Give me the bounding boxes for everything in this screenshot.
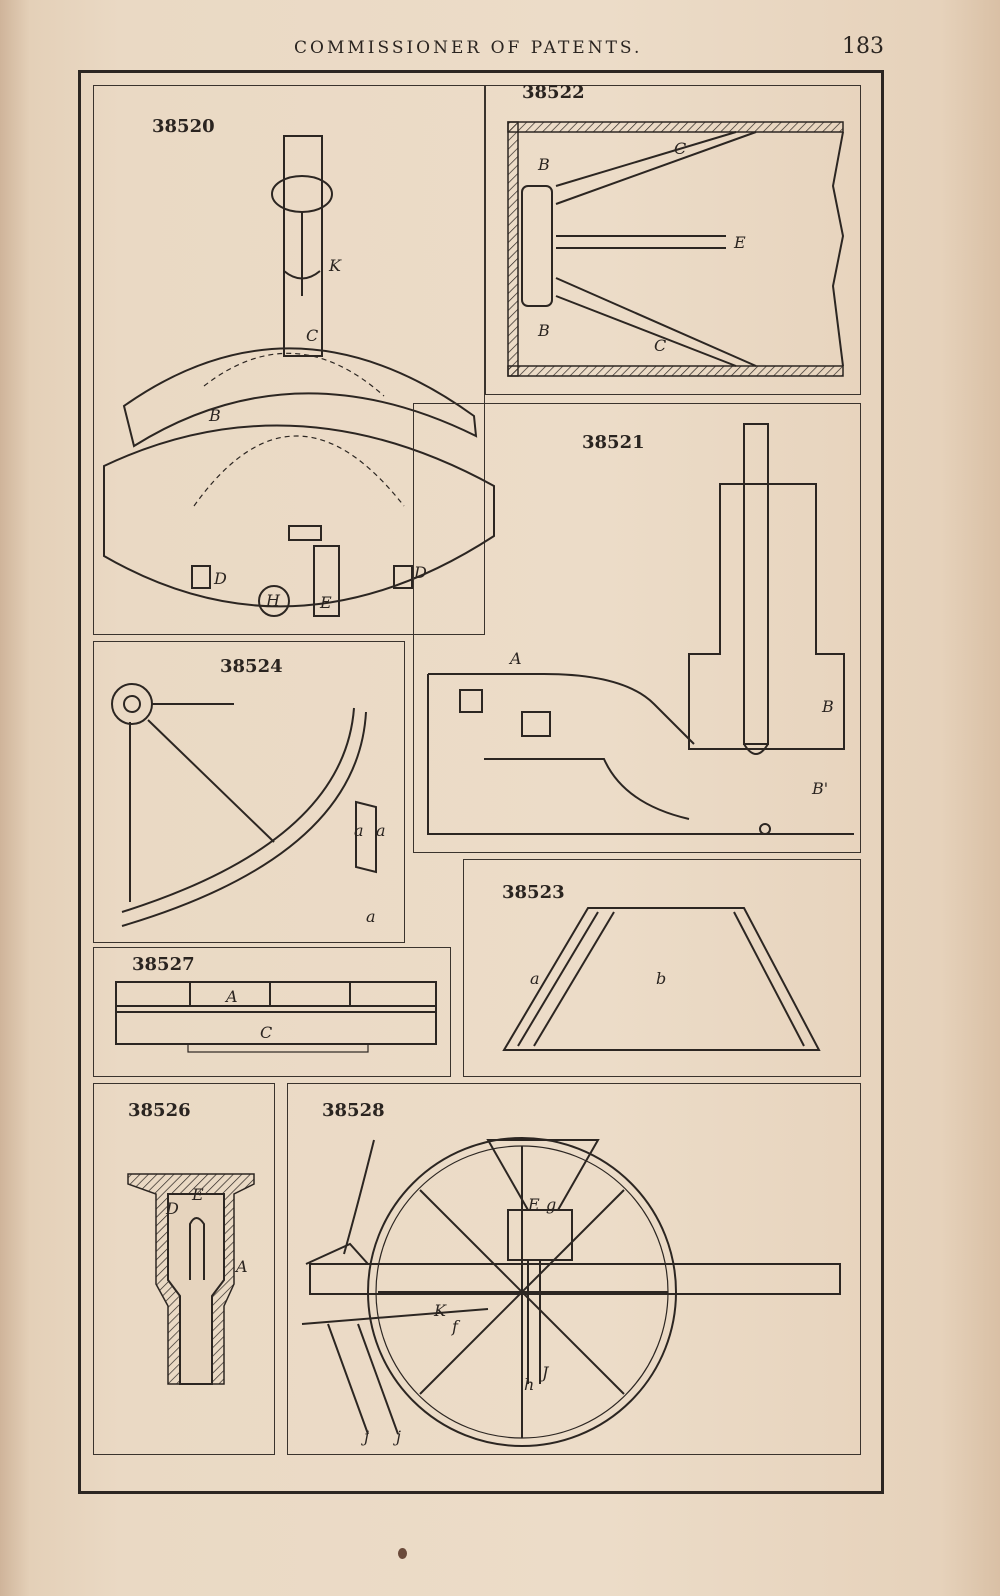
letter-A: A xyxy=(224,987,238,1006)
figure-number-38524: 38524 xyxy=(220,656,283,677)
letter-E: E xyxy=(191,1185,204,1204)
letter-B-prime: B' xyxy=(811,779,828,798)
figure-38520-drawing: B C K D D H E xyxy=(103,135,495,617)
figure-38524-panel: 38524 a a a xyxy=(93,641,405,943)
figure-number-38526: 38526 xyxy=(128,1100,191,1121)
letter-b: b xyxy=(656,969,666,988)
letter-E: E xyxy=(319,593,332,612)
letter-C: C xyxy=(260,1023,272,1042)
ink-dot xyxy=(398,1548,407,1559)
letter-C: C xyxy=(674,139,686,158)
letter-g: g xyxy=(546,1195,556,1214)
letter-a-3: a xyxy=(366,907,376,926)
figure-number-38522: 38522 xyxy=(522,82,585,103)
letter-a-2: a xyxy=(376,821,386,840)
letter-K: K xyxy=(433,1301,447,1320)
figure-38527-drawing: A C xyxy=(115,981,437,1053)
figure-38523-drawing: a b xyxy=(502,907,821,1051)
letter-a: a xyxy=(530,969,540,988)
figure-number-38520: 38520 xyxy=(152,116,215,137)
page-header: COMMISSIONER OF PATENTS. 183 xyxy=(0,34,1000,64)
figure-38524-drawing: a a a xyxy=(111,683,386,927)
figure-38523-panel: 38523 a b xyxy=(463,859,861,1077)
figure-38528-panel: 38528 E g K f xyxy=(287,1083,861,1455)
letter-A: A xyxy=(508,649,522,668)
figure-38526-drawing: D E A xyxy=(127,1173,255,1385)
figure-38527-panel: 38527 A C xyxy=(93,947,451,1077)
letter-C: C xyxy=(306,326,318,345)
figure-number-38523: 38523 xyxy=(502,882,565,903)
figure-38528-drawing: E g K f h J j j xyxy=(301,1137,841,1447)
letter-B: B xyxy=(821,697,834,716)
figure-38520-panel: 38520 B C K D D H xyxy=(93,85,495,635)
letter-h: h xyxy=(524,1375,534,1394)
figure-38526-panel: 38526 D E A xyxy=(93,1083,275,1455)
letter-D: D xyxy=(165,1199,179,1218)
letter-D: D xyxy=(213,569,227,588)
figure-38521-drawing: A B B' xyxy=(427,423,854,835)
letter-E: E xyxy=(733,233,746,252)
running-head: COMMISSIONER OF PATENTS. xyxy=(294,38,643,58)
figure-38521-panel: 38521 A B B' xyxy=(413,403,861,853)
page-number: 183 xyxy=(842,34,884,59)
letter-K: K xyxy=(328,256,342,275)
letter-D-2: D xyxy=(413,563,427,582)
letter-B-2: B xyxy=(537,321,550,340)
letter-a: a xyxy=(354,821,364,840)
figure-number-38527: 38527 xyxy=(132,954,195,975)
figure-number-38528: 38528 xyxy=(322,1100,385,1121)
letter-H: H xyxy=(265,591,281,610)
letter-B: B xyxy=(537,155,550,174)
figure-38522-panel: 38522 B B C C E xyxy=(485,82,861,395)
figure-38522-drawing: B B C C E xyxy=(507,121,845,377)
letter-j: j xyxy=(361,1427,369,1446)
letter-J: J xyxy=(539,1363,550,1382)
letter-C-2: C xyxy=(654,336,666,355)
patent-plate: 38520 B C K D D H xyxy=(78,70,884,1494)
letter-j-2: j xyxy=(393,1427,401,1446)
figure-number-38521: 38521 xyxy=(582,432,645,453)
letter-E: E xyxy=(527,1195,540,1214)
letter-B: B xyxy=(208,406,221,425)
letter-A: A xyxy=(234,1257,248,1276)
letter-f: f xyxy=(451,1317,461,1336)
